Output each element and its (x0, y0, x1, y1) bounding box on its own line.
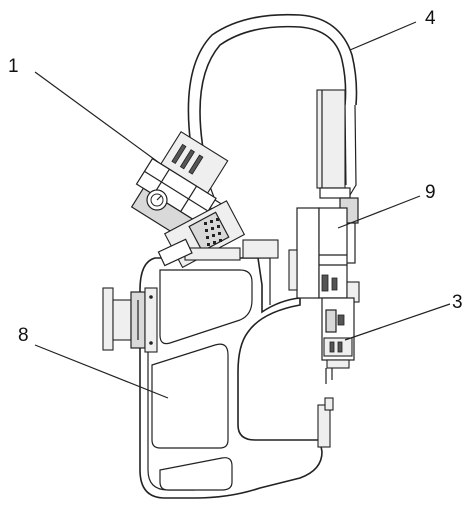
label-4: 4 (425, 8, 436, 29)
left-flange (102, 287, 158, 353)
leader-3 (344, 303, 451, 341)
feeder-unit (130, 130, 246, 269)
leader-lines (34, 21, 451, 399)
leader-8 (34, 344, 169, 399)
leader-4 (349, 21, 417, 51)
press-head (288, 89, 360, 303)
label-3: 3 (452, 292, 463, 313)
lower-window (159, 457, 233, 491)
upper-window (159, 269, 253, 345)
riveting-gun (321, 297, 355, 384)
c-frame (139, 239, 334, 499)
leader-9 (337, 195, 421, 229)
label-1: 1 (8, 56, 19, 77)
label-9: 9 (425, 182, 436, 203)
leader-1 (34, 71, 159, 163)
label-8: 8 (18, 325, 29, 346)
middle-window (151, 343, 229, 449)
